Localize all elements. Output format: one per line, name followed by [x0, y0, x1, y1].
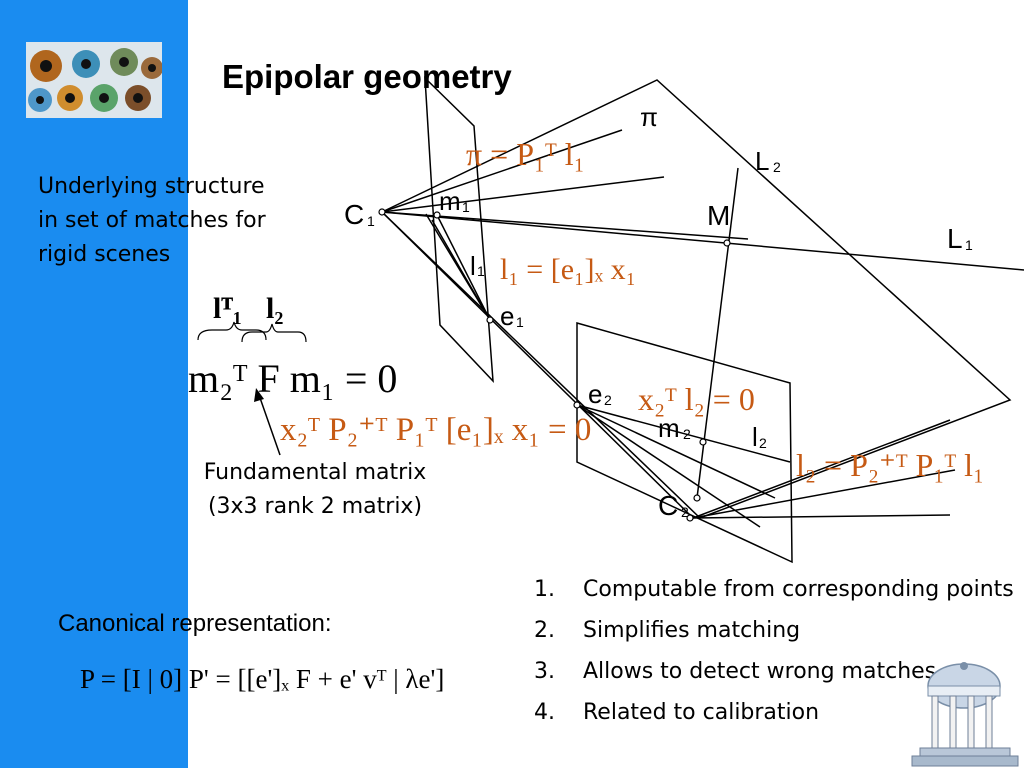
point-M: [723, 239, 731, 247]
label-e1: e: [500, 301, 514, 331]
point-m2: [699, 438, 707, 446]
formula-l2: l₂ = P₂⁺ᵀ P₁ᵀ l₁: [796, 447, 984, 483]
list-item: 3.Allows to detect wrong matches: [534, 659, 937, 684]
properties-list: 1.Computable from corresponding points 2…: [534, 574, 1014, 738]
label-pi: π: [640, 102, 658, 132]
list-item: 4.Related to calibration: [534, 700, 820, 725]
underbrace-left: [197, 321, 267, 341]
epiline-2b: [576, 404, 776, 499]
list-item: 2.Simplifies matching: [534, 618, 801, 643]
ray-L1: [381, 211, 1024, 271]
epiline-2c: [576, 404, 761, 528]
label-l1: l: [470, 251, 476, 281]
svg-text:2: 2: [681, 504, 689, 520]
canonical-label: Canonical representation:: [58, 610, 332, 637]
svg-text:1: 1: [516, 314, 524, 330]
formula-fundamental-expanded: x₂ᵀ P₂⁺ᵀ P₁ᵀ [e₁]ₓ x₁ = 0: [280, 412, 591, 448]
label-L2: L: [755, 146, 769, 176]
label-l2: l: [752, 422, 758, 452]
sidebar-band: [0, 0, 188, 768]
svg-text:1: 1: [477, 263, 485, 279]
arrow-to-F: [258, 394, 281, 456]
image-plane-1: [424, 76, 494, 384]
epiline-2a: [576, 404, 791, 463]
point-e1: [486, 316, 494, 324]
svg-text:1: 1: [367, 213, 375, 229]
ray-c2-c: [692, 514, 951, 519]
ray-c1-b: [381, 176, 665, 213]
ray-c1-a: [381, 129, 623, 213]
label-m1: m: [439, 186, 461, 216]
svg-text:1: 1: [462, 199, 470, 215]
ray-c2-b: [692, 469, 956, 519]
svg-text:2: 2: [773, 159, 781, 175]
point-C2a: [693, 494, 701, 502]
label-m2: m: [658, 413, 680, 443]
point-C2: [686, 514, 694, 522]
formula-plane: π = P₁ᵀ l₁: [466, 136, 585, 172]
svg-text:2: 2: [683, 426, 691, 442]
eyes-logo-image: [26, 42, 162, 118]
baseline: [381, 211, 694, 519]
formula-brace-right: l₂: [266, 292, 283, 325]
label-M: M: [707, 200, 730, 231]
label-C2: C: [658, 490, 678, 521]
ray-c2-a: [692, 419, 951, 519]
svg-text:2: 2: [759, 435, 767, 451]
underbrace-right: [241, 323, 307, 343]
formula-x2: x₂ᵀ l₂ = 0: [638, 381, 755, 417]
image-plane-2: [576, 322, 793, 564]
point-e2: [573, 401, 581, 409]
ray-c1-c: [381, 211, 749, 240]
point-C1: [378, 208, 386, 216]
label-L1: L: [947, 223, 963, 254]
pavilion-image: [906, 656, 1024, 768]
point-m1: [433, 211, 441, 219]
formula-brace-left: lᵀ₁: [213, 292, 242, 325]
list-item: 1.Computable from corresponding points: [534, 577, 1014, 602]
label-e2: e: [588, 379, 602, 409]
description-text: Underlying structure in set of matches f…: [38, 174, 266, 267]
epiline-1c: [425, 213, 491, 321]
formula-canonical: P = [I | 0] P' = [[e']ₓ F + e' vᵀ | λe']: [80, 664, 444, 694]
formula-l1: l₁ = [e₁]ₓ x₁: [500, 253, 636, 286]
label-C1: C: [344, 199, 364, 230]
epiline-1a: [436, 214, 491, 321]
fundamental-caption: Fundamental matrix (3x3 rank 2 matrix): [203, 460, 427, 519]
svg-text:2: 2: [604, 392, 612, 408]
formula-fundamental: m₂ᵀ F m₁ = 0: [188, 356, 397, 401]
page-title: Epipolar geometry: [222, 58, 512, 95]
svg-text:1: 1: [965, 237, 973, 253]
